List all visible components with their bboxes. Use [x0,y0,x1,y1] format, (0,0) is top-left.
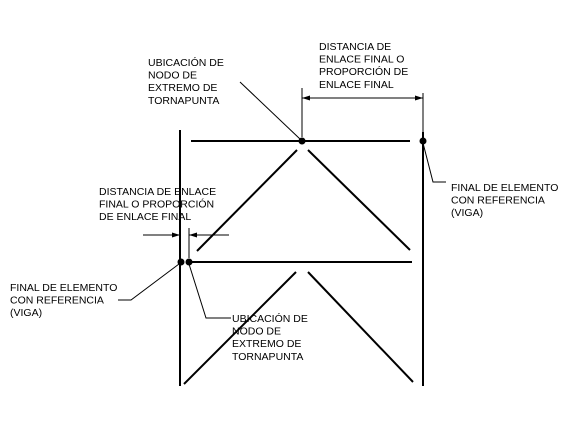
right-member-end-label-line: FINAL DE ELEMENTO [451,182,558,194]
lower-right-brace [307,271,414,383]
right-member-end-dot [419,137,427,145]
left-member-end-leader [118,263,180,301]
bottom-node-label-line: TORNAPUNTA [232,351,303,363]
bottom-node-label-line: UBICACIÓN DE [232,312,308,325]
top-distance-label-line: ENLACE FINAL O [319,54,404,66]
bottom-node-leader [188,263,231,319]
left-distance-label-line: DISTANCIA DE ENLACE [99,186,216,198]
left-member-end-dot [177,258,185,266]
top-node-leader [239,81,301,140]
top-node-label-line: UBICACIÓN DE [148,56,224,69]
top-node-label-line: NODO DE [148,70,197,82]
left-distance-label-line: DE ENLACE FINAL [99,211,191,223]
bottom-brace-node-dot [185,258,193,266]
left-member-end-label-line: (VIGA) [10,307,42,319]
top-dimension-arrow-right [415,95,423,101]
left-member-end-label-line: CON REFERENCIA [10,295,104,307]
left-dimension-arrow-left [172,232,180,238]
top-brace-node-dot [298,137,306,145]
left-member-end-label-line: FINAL DE ELEMENTO [10,282,117,294]
top-dimension-arrow-left [302,95,310,101]
top-distance-label-line: ENLACE FINAL [319,79,394,91]
top-distance-label-line: PROPORCIÓN DE [319,65,408,78]
top-node-label-line: TORNAPUNTA [148,95,219,107]
right-member-end-leader [422,142,446,183]
upper-right-brace [307,149,411,251]
upper-left-brace [196,149,298,252]
top-node-label-line: EXTREMO DE [148,82,217,94]
left-distance-label-line: FINAL O PROPORCIÓN [99,198,214,211]
bottom-node-label-line: EXTREMO DE [232,338,301,350]
lower-left-brace [183,271,297,385]
bottom-node-label-line: NODO DE [232,326,281,338]
right-member-end-label-line: (VIGA) [451,207,483,219]
left-dimension-arrow-right [189,232,197,238]
top-distance-label-line: DISTANCIA DE [319,41,391,53]
right-member-end-label-line: CON REFERENCIA [451,195,545,207]
